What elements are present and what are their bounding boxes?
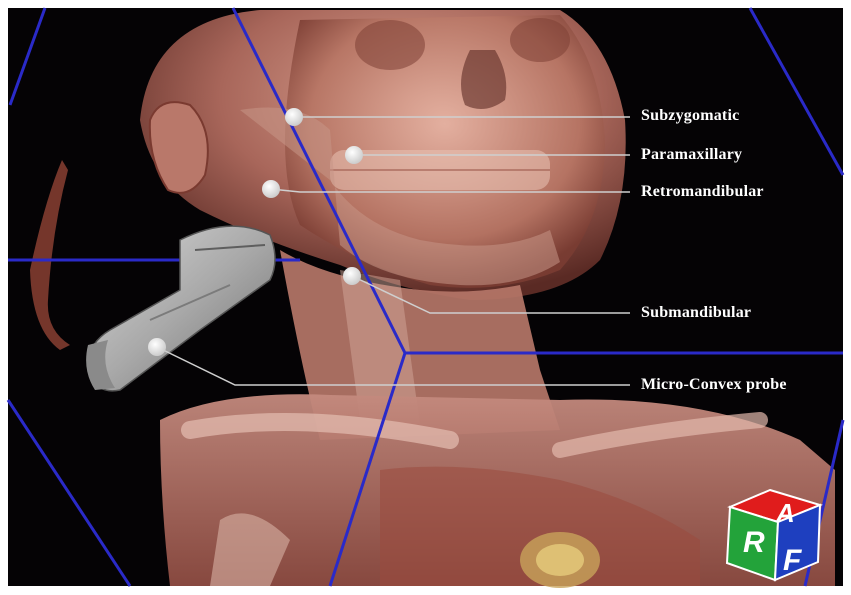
marker-paramaxillary (345, 146, 363, 164)
label-subzygomatic: Subzygomatic (641, 108, 739, 124)
logo-letter-a: A (775, 498, 795, 528)
label-retromandibular: Retromandibular (641, 184, 764, 200)
trachea-lumen (536, 544, 584, 576)
nasal-cavity (461, 50, 506, 109)
raf-logo: R A F (727, 490, 820, 580)
marker-retromandibular (262, 180, 280, 198)
marker-submandibular (343, 267, 361, 285)
label-micro-convex-probe: Micro-Convex probe (641, 377, 787, 393)
marker-micro-convex-probe (148, 338, 166, 356)
orbit-right (510, 18, 570, 62)
orbit-left (355, 20, 425, 70)
marker-subzygomatic (285, 108, 303, 126)
logo-letter-r: R (743, 526, 765, 559)
label-paramaxillary: Paramaxillary (641, 147, 742, 163)
logo-letter-f: F (783, 544, 802, 577)
label-submandibular: Submandibular (641, 305, 751, 321)
